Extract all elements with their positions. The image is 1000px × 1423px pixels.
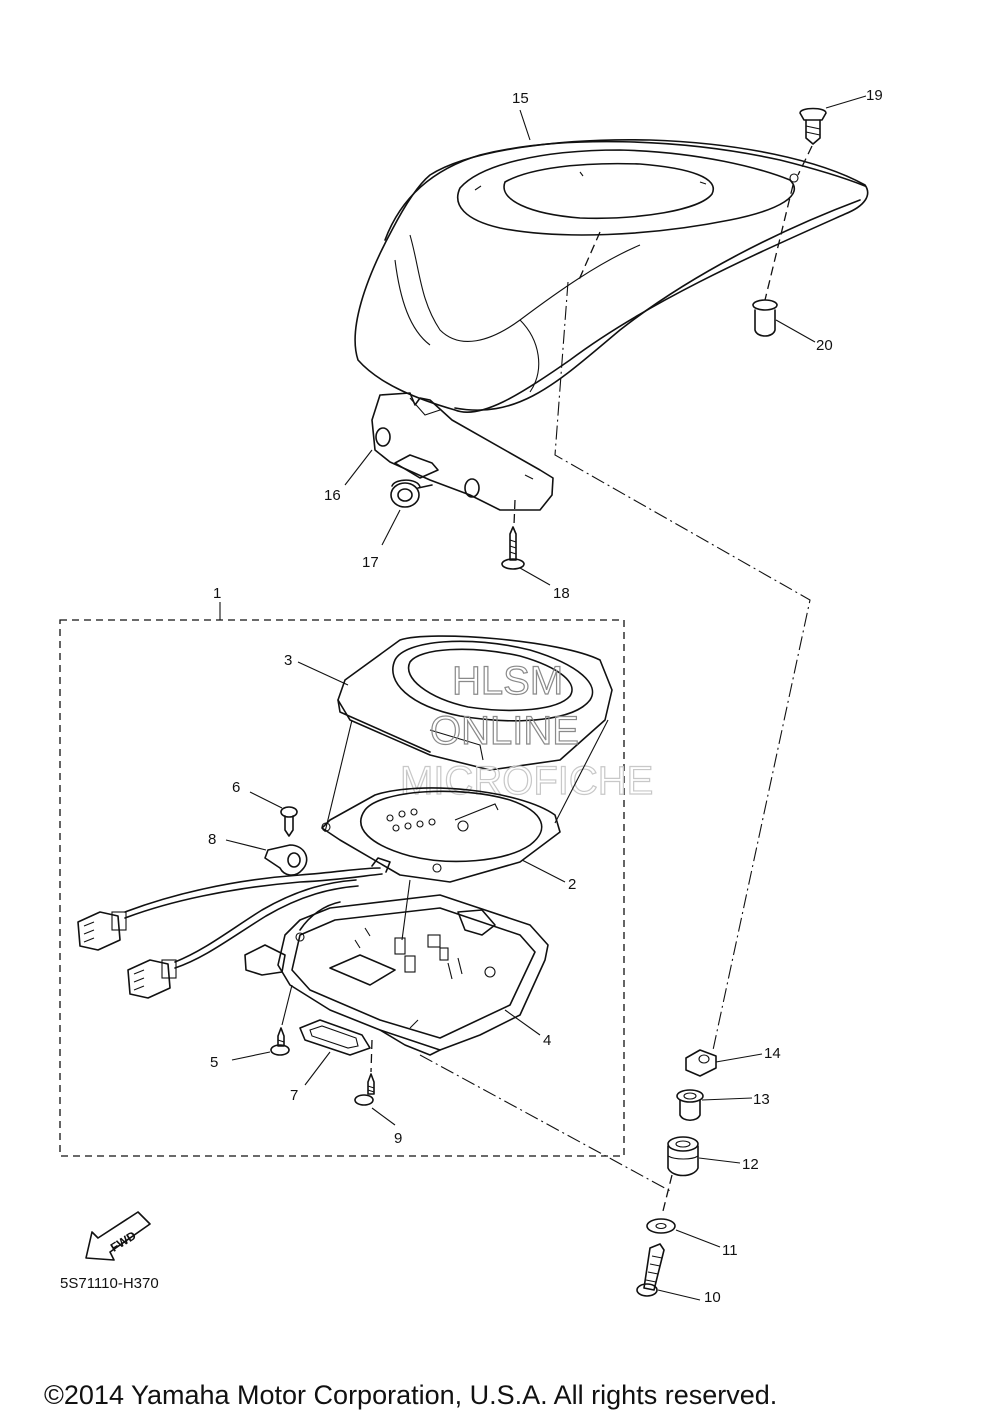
svg-text:MICROFICHE: MICROFICHE — [400, 759, 653, 803]
connector-left-upper — [77, 911, 127, 951]
callout-6: 6 — [232, 779, 240, 796]
callout-18: 18 — [553, 585, 570, 602]
callout-8: 8 — [208, 831, 216, 848]
callout-3: 3 — [284, 652, 292, 669]
clamp-part-8 — [264, 844, 308, 876]
bracket-part-16 — [371, 392, 554, 511]
meter-unit-part-2 — [321, 787, 561, 883]
collar-part-13 — [676, 1089, 704, 1122]
callout-5: 5 — [210, 1054, 218, 1071]
fwd-arrow-icon: FWD — [85, 1211, 151, 1261]
callout-19: 19 — [866, 87, 883, 104]
washer-part-11 — [646, 1218, 676, 1234]
fwd-label: FWD — [108, 1228, 139, 1255]
callout-12: 12 — [742, 1156, 759, 1173]
svg-text:HLSM: HLSM — [452, 659, 563, 703]
nut-part-14 — [685, 1049, 717, 1077]
callout-4: 4 — [543, 1032, 551, 1049]
callout-10: 10 — [704, 1289, 721, 1306]
grommet-part-12 — [667, 1136, 699, 1177]
callout-15: 15 — [512, 90, 529, 107]
bolt-part-10 — [636, 1243, 665, 1297]
connector-left-lower — [127, 959, 177, 999]
meter-visor-part-15 — [354, 138, 869, 413]
meter-case-upper-part-3 — [337, 635, 613, 771]
screw-part-5 — [270, 1027, 290, 1056]
screw-part-18 — [501, 526, 525, 570]
meter-case-lower-part-4 — [244, 894, 549, 1056]
screw-part-6 — [280, 806, 298, 837]
callout-17: 17 — [362, 554, 379, 571]
callout-11: 11 — [722, 1242, 738, 1259]
grommet-part-17 — [390, 479, 433, 508]
meter-assembly-box-part-1 — [59, 619, 625, 1157]
callout-7: 7 — [290, 1087, 298, 1104]
callout-20: 20 — [816, 337, 833, 354]
callout-16: 16 — [324, 487, 341, 504]
screw-part-9 — [354, 1073, 375, 1106]
callout-13: 13 — [753, 1091, 770, 1108]
callout-2: 2 — [568, 876, 576, 893]
screw-part-19 — [799, 107, 827, 145]
copyright-notice: ©2014 Yamaha Motor Corporation, U.S.A. A… — [44, 1380, 777, 1410]
hlsm-watermark: HLSM ONLINE MICROFICHE — [399, 658, 654, 803]
callout-1: 1 — [213, 585, 221, 602]
collar-part-20 — [752, 299, 778, 337]
callout-9: 9 — [394, 1130, 402, 1147]
wire-harness — [124, 857, 391, 969]
svg-text:ONLINE: ONLINE — [430, 709, 579, 753]
gasket-part-7 — [299, 1019, 371, 1056]
diagram-code: 5S71110-H370 — [60, 1275, 159, 1292]
callout-14: 14 — [764, 1045, 781, 1062]
